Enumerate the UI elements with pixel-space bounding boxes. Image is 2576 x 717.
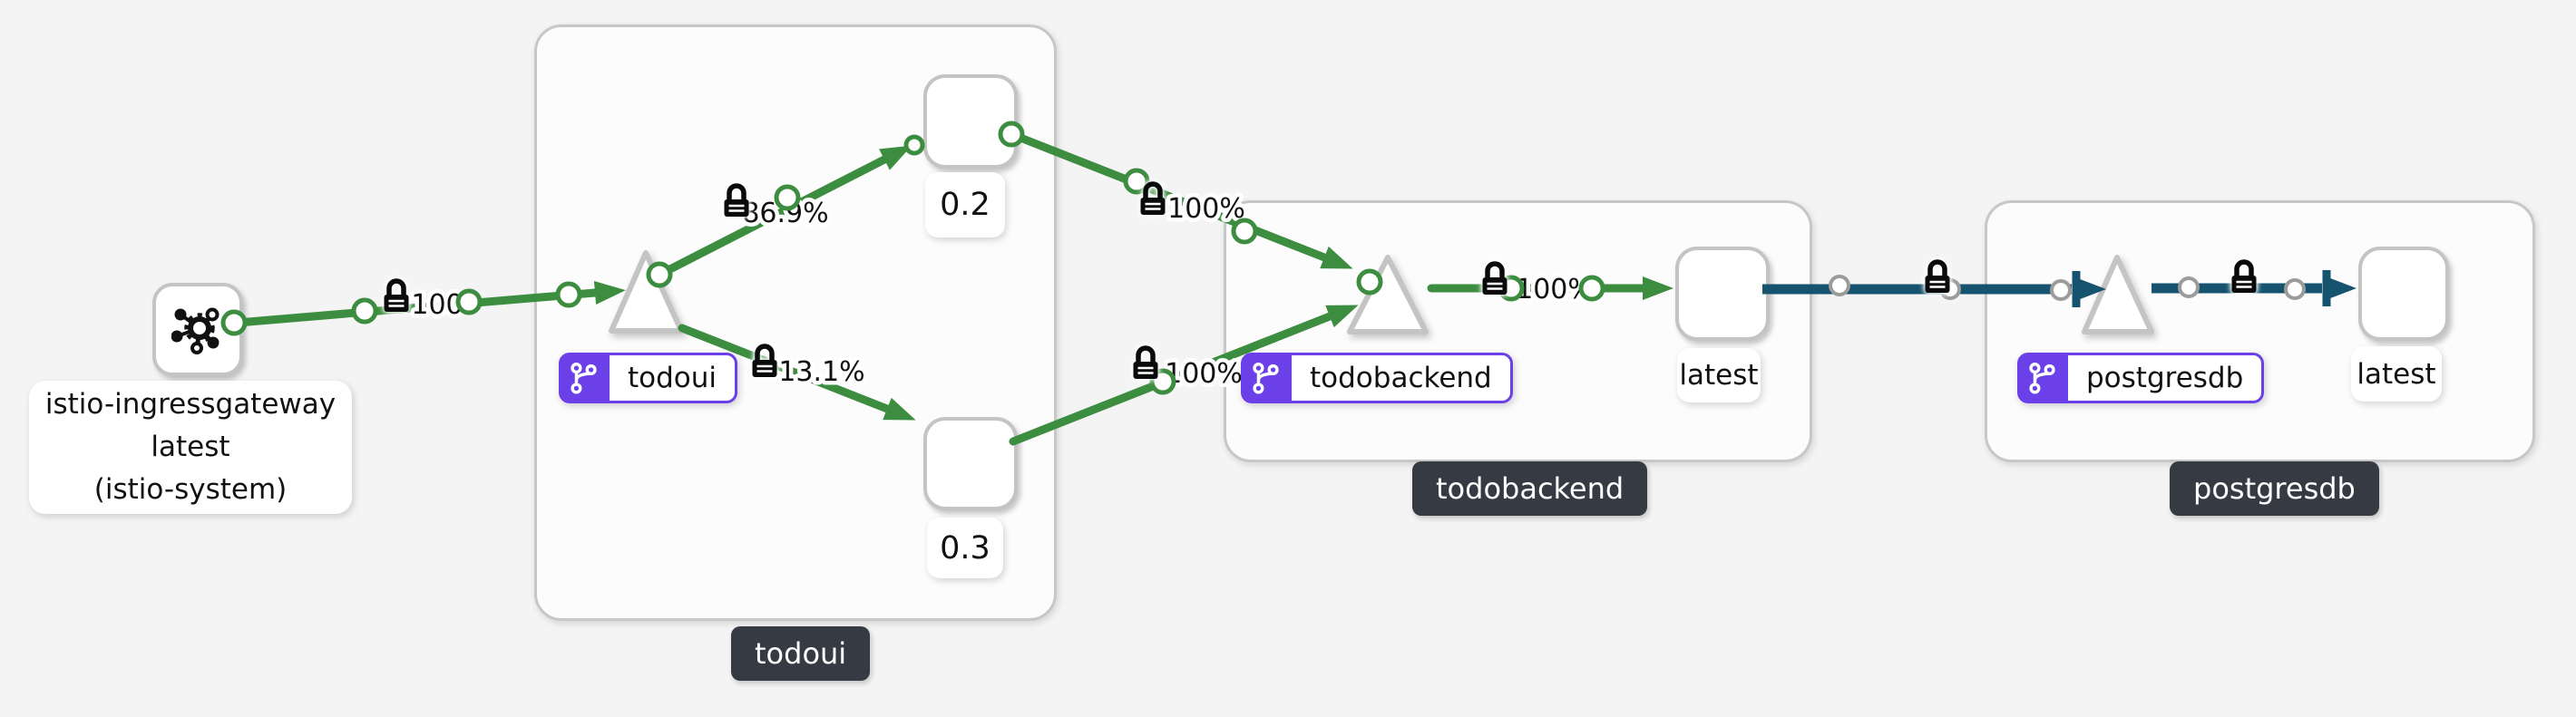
edge-gateway-to-todoui[interactable] (233, 288, 600, 327)
app-badge-todoui[interactable]: todoui (559, 353, 738, 403)
mtls-lock-icon (753, 346, 777, 377)
app-version-icon (1241, 353, 1292, 403)
gateway-namespace: (istio-system) (93, 473, 288, 506)
version-label-postgresdb-latest: latest (2351, 346, 2442, 402)
app-badge-label: postgresdb (2068, 353, 2265, 403)
app-badge-todobackend[interactable]: todobackend (1241, 353, 1513, 403)
edge-todoui-to-v0-2[interactable] (655, 155, 889, 279)
node-todobackend-service-triangle[interactable] (1347, 255, 1429, 334)
edge-label-v0-3-todobackend: 100% (1165, 358, 1243, 390)
group-box-label-todobackend: todobackend (1412, 461, 1648, 516)
mtls-lock-icon (725, 186, 749, 217)
edge-v0-2-to-todobackend[interactable] (1007, 130, 1329, 262)
app-badge-label: todobackend (1292, 353, 1513, 403)
mtls-lock-icon (2232, 262, 2257, 293)
gateway-mesh-icon (171, 307, 220, 354)
node-postgresdb-latest[interactable] (2358, 247, 2449, 341)
arrowhead (1320, 246, 1358, 280)
mtls-lock-icon (1926, 262, 1950, 293)
node-todoui-v0-3[interactable] (923, 417, 1018, 510)
mtls-lock-icon (385, 281, 409, 312)
node-todoui-service-triangle[interactable] (609, 250, 684, 334)
arrowhead (2326, 276, 2356, 300)
node-postgresdb-service-triangle[interactable] (2082, 255, 2154, 334)
mtls-lock-icon (1483, 264, 1508, 295)
app-version-icon (559, 353, 610, 403)
edge-label-v0-2-todobackend: 100% (1167, 193, 1245, 225)
gateway-name: istio-ingressgateway (44, 388, 337, 421)
mtls-lock-icon (1134, 348, 1158, 379)
app-badge-label: todoui (610, 353, 738, 403)
edge-label-gateway-todoui: 100 (411, 289, 463, 321)
gateway-version: latest (151, 431, 230, 463)
edge-todoui-to-v0-3[interactable] (678, 324, 892, 413)
edge-waypoints (220, 121, 2306, 395)
version-label-0-3: 0.3 (927, 518, 1003, 578)
edge-label-todoui-v0-3: 13.1% (778, 356, 864, 388)
version-label-todobackend-latest: latest (1677, 348, 1761, 402)
arrowhead (1643, 276, 1673, 300)
node-todoui-v0-2[interactable] (923, 74, 1018, 169)
arrowhead (883, 397, 921, 431)
version-label-0-2: 0.2 (925, 172, 1005, 237)
group-box-label-todoui: todoui (731, 626, 871, 681)
node-todobackend-latest[interactable] (1675, 247, 1770, 341)
group-box-label-postgresdb: postgresdb (2170, 461, 2379, 516)
app-badge-postgresdb[interactable]: postgresdb (2017, 353, 2265, 403)
app-version-icon (2017, 353, 2068, 403)
gateway-node-label: istio-ingressgateway latest (istio-syste… (29, 381, 352, 514)
